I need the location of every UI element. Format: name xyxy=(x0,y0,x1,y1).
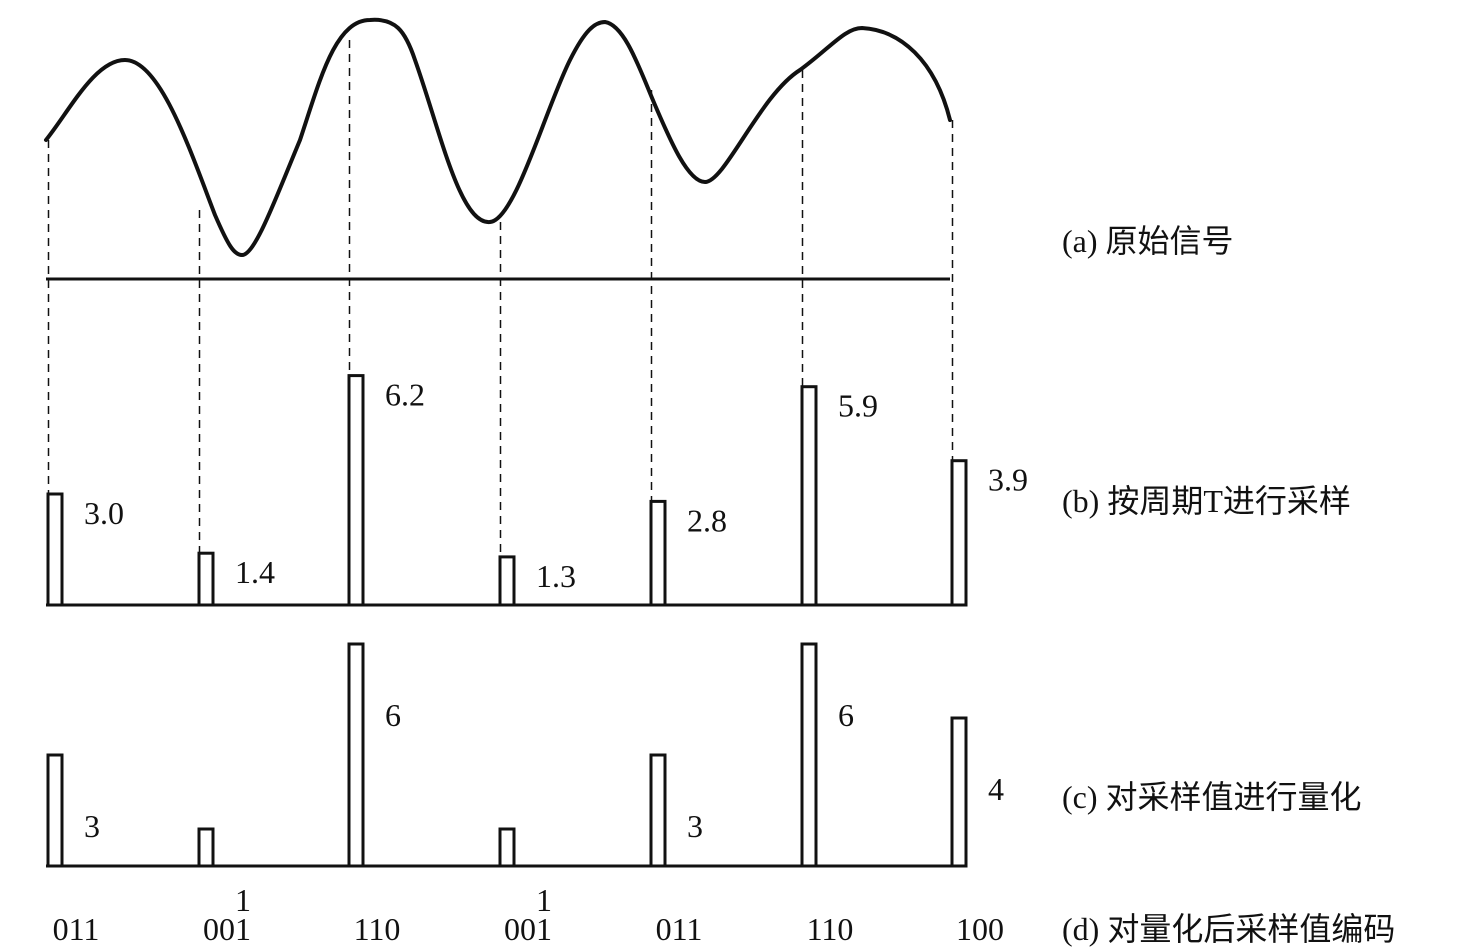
panel-label-a: (a) 原始信号 xyxy=(1062,223,1234,259)
sample-value-label: 5.9 xyxy=(838,388,878,424)
quantized-bar xyxy=(46,753,64,868)
quantized-value-label: 3 xyxy=(687,808,703,844)
quantized-bar xyxy=(498,827,516,868)
sample-bar xyxy=(800,385,818,607)
panel-label-d: (d) 对量化后采样值编码 xyxy=(1062,911,1395,947)
sample-value-label: 1.3 xyxy=(536,558,576,594)
code-label: 110 xyxy=(807,911,854,947)
code-label: 100 xyxy=(956,911,1004,947)
sample-bar xyxy=(649,499,667,607)
sample-value-label: 6.2 xyxy=(385,377,425,413)
quantized-value-label: 3 xyxy=(84,808,100,844)
quantized-bar xyxy=(197,827,215,868)
quantized-bar xyxy=(800,642,818,868)
panel-label-b: (b) 按周期T进行采样 xyxy=(1062,483,1351,519)
quantized-value-label: 1 xyxy=(235,882,251,918)
code-label: 011 xyxy=(53,911,100,947)
sample-value-label: 2.8 xyxy=(687,502,727,538)
quantized-bar xyxy=(649,753,667,868)
code-label: 001 xyxy=(504,911,552,947)
panel-codes: 011 001 110 001 011 110 100 xyxy=(53,911,1004,947)
sample-bar xyxy=(46,492,64,607)
sample-bar xyxy=(950,459,968,607)
panel-original-signal xyxy=(44,17,952,281)
sampling-guide-lines xyxy=(47,40,954,557)
quantized-bar xyxy=(950,716,968,868)
quantized-value-label: 6 xyxy=(838,697,854,733)
quantized-value-label: 4 xyxy=(988,771,1004,807)
signal-waveform xyxy=(44,17,952,257)
quantized-value-label: 1 xyxy=(536,882,552,918)
panel-label-c: (c) 对采样值进行量化 xyxy=(1062,779,1362,815)
sample-bar xyxy=(197,551,215,607)
sample-bar xyxy=(347,374,365,607)
panel-quantized-bars: 3 1 6 1 3 6 4 xyxy=(46,642,1004,918)
sample-bar xyxy=(498,555,516,607)
quantized-value-label: 6 xyxy=(385,697,401,733)
panel-labels: (a) 原始信号 (b) 按周期T进行采样 (c) 对采样值进行量化 (d) 对… xyxy=(1062,223,1395,947)
sample-value-label: 3.9 xyxy=(988,462,1028,498)
code-label: 011 xyxy=(656,911,703,947)
sample-value-label: 3.0 xyxy=(84,495,124,531)
code-label: 001 xyxy=(203,911,251,947)
quantized-bar xyxy=(347,642,365,868)
panel-sampled-bars: 3.0 1.4 6.2 1.3 2.8 5.9 3.9 xyxy=(46,374,1028,607)
code-label: 110 xyxy=(354,911,401,947)
sample-value-label: 1.4 xyxy=(235,554,275,590)
